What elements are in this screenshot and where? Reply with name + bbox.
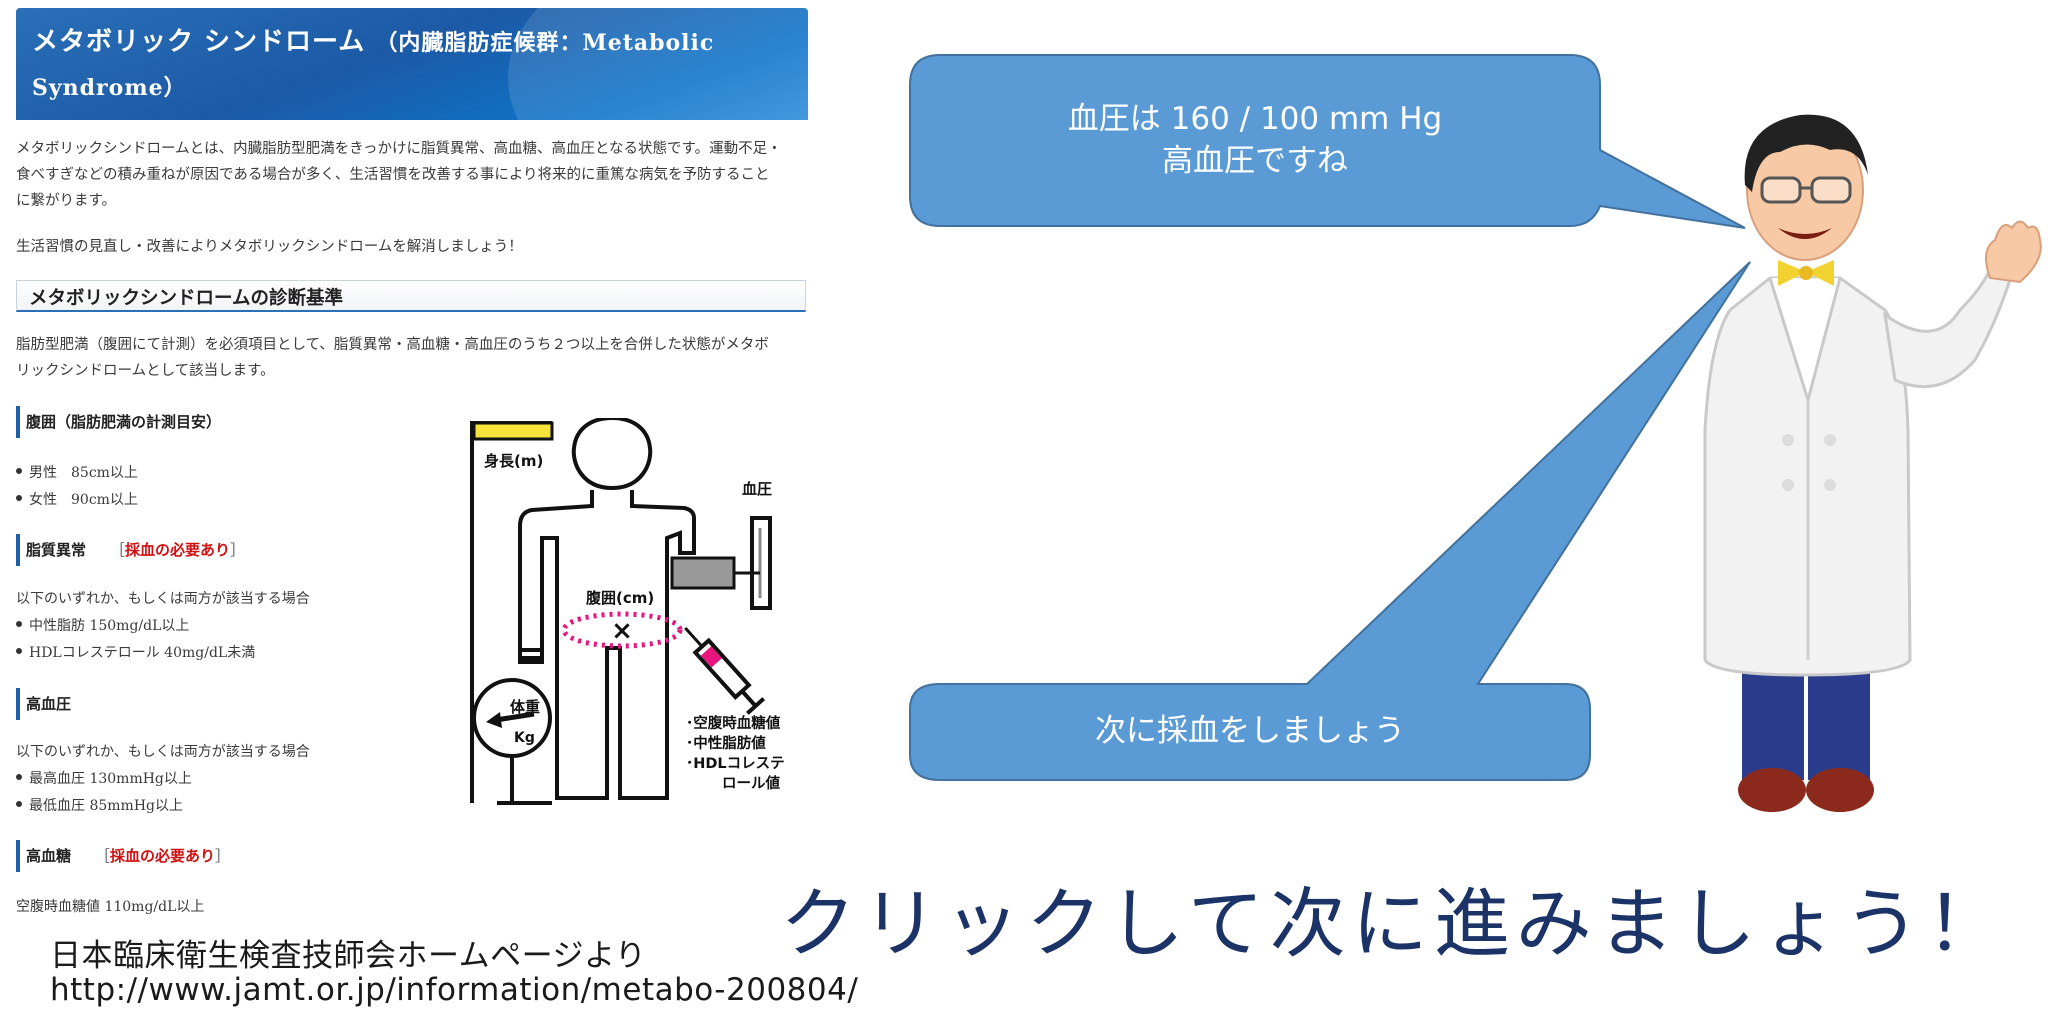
doctor-hand <box>1985 220 2042 284</box>
weight-label: 体重 <box>510 698 540 716</box>
bubble-bottom-text: 次に採血をしましょう <box>1095 713 1405 749</box>
bp-note: 以下のいずれか、もしくは両方が該当する場合 <box>16 744 310 760</box>
list-item: 女性 90cm以上 <box>16 489 138 509</box>
article-header: メタボリック シンドローム （内臓脂肪症候群：Metabolic Syndrom… <box>16 8 808 120</box>
bubble-top-line: 血圧は 160 / 100 mm Hg <box>1067 101 1443 137</box>
waist-heading: 腹囲（脂肪肥満の計測目安） <box>16 406 221 438</box>
doctor-character-icon <box>1703 114 2042 812</box>
doctor-hair <box>1744 114 1868 192</box>
list-item: 中性脂肪 150mg/dL以上 <box>16 615 189 635</box>
criteria-paragraph: 脂肪型肥満（腹囲にて計測）を必須項目として、脂質異常・高血糖・高血圧のうち２つ以… <box>16 332 806 384</box>
criteria-line: 脂肪型肥満（腹囲にて計測）を必須項目として、脂質異常・高血糖・高血圧のうち２つ以… <box>16 337 769 353</box>
doctor-right-leg <box>1808 660 1870 780</box>
intro-line: メタボリックシンドロームとは、内臓脂肪型肥満をきっかけに脂質異常、高血糖、高血圧… <box>16 141 782 157</box>
criteria-heading-text: メタボリックシンドロームの診断基準 <box>29 288 343 309</box>
scale-needle <box>495 711 535 723</box>
bp-heading-text: 高血圧 <box>26 695 72 713</box>
criteria-section-heading: メタボリックシンドロームの診断基準 <box>16 280 806 312</box>
speech-bubble-bottom <box>909 261 1751 781</box>
bubble-top-line: 高血圧ですね <box>1162 143 1348 179</box>
blood-test-label: ロール値 <box>722 774 780 792</box>
doctor-right-shoe <box>1806 768 1874 812</box>
intro-paragraph-2: 生活習慣の見直し・改善によりメタボリックシンドロームを解消しましょう！ <box>16 239 523 255</box>
bubble-top-text: 血圧は 160 / 100 mm Hg 高血圧ですね <box>910 98 1600 182</box>
intro-paragraph: メタボリックシンドロームとは、内臓脂肪型肥満をきっかけに脂質異常、高血糖、高血圧… <box>16 136 806 214</box>
height-label: 身長(m) <box>484 452 543 470</box>
source-url: http://www.jamt.or.jp/information/metabo… <box>50 972 859 1008</box>
glucose-heading: 高血糖［採血の必要あり］ <box>16 840 230 872</box>
body-outline <box>518 490 696 800</box>
next-slide-prompt[interactable]: クリックして次に進みましょう！ <box>780 879 2008 968</box>
waist-label: 腹囲(cm) <box>586 589 654 607</box>
bp-cuff <box>670 556 736 590</box>
waist-heading-text: 腹囲（脂肪肥満の計測目安） <box>26 413 222 431</box>
lipid-heading: 脂質異常［採血の必要あり］ <box>16 534 245 566</box>
doctor-mouth <box>1778 228 1832 239</box>
article-title: メタボリック シンドローム （内臓脂肪症候群：Metabolic Syndrom… <box>32 20 772 110</box>
list-item: 最高血圧 130mmHg以上 <box>16 768 192 788</box>
blood-test-label: ･空腹時血糖値 <box>686 714 781 732</box>
source-caption: 日本臨床衛生検査技師会ホームページより <box>50 938 647 974</box>
lipid-note: 以下のいずれか、もしくは両方が該当する場合 <box>16 591 310 607</box>
weight-unit: Kg <box>514 730 535 746</box>
list-item: 最低血圧 85mmHg以上 <box>16 795 183 815</box>
height-marker <box>472 421 554 441</box>
required-badge: 採血の必要あり <box>125 541 231 559</box>
doctor-arm <box>1882 267 2012 389</box>
doctor-left-leg <box>1742 660 1804 780</box>
doctor-bowtie <box>1799 266 1813 280</box>
blood-test-label: ･HDLコレステ <box>686 756 785 772</box>
article-title-text: メタボリック シンドローム <box>32 27 366 57</box>
intro-line: 食べすぎなどの積み重ねが原因である場合が多く、生活習慣を改善する事により将来的に… <box>16 167 770 183</box>
required-badge: 採血の必要あり <box>110 847 216 865</box>
hand-left <box>518 648 544 664</box>
lipid-heading-text: 脂質異常 <box>26 541 87 559</box>
bp-heading: 高血圧 <box>16 688 71 720</box>
body-measurement-illustration: × 身長(m) 血圧 腹囲(cm) 体重 Kg ･空腹時血糖値 ･中性脂肪値 ･… <box>470 418 785 805</box>
list-item: 男性 85cm以上 <box>16 462 138 482</box>
bp-label: 血圧 <box>742 480 772 498</box>
glucose-heading-text: 高血糖 <box>26 847 72 865</box>
bp-gauge <box>750 516 772 610</box>
body-head <box>571 418 653 491</box>
waist-measure <box>561 611 683 649</box>
criteria-line: リックシンドロームとして該当します。 <box>16 363 275 379</box>
doctor-left-shoe <box>1738 768 1806 812</box>
blood-test-label: ･中性脂肪値 <box>686 734 766 752</box>
list-item: HDLコレステロール 40mg/dL未満 <box>16 642 255 662</box>
article-screenshot: メタボリック シンドローム （内臓脂肪症候群：Metabolic Syndrom… <box>16 8 808 928</box>
glucose-item: 空腹時血糖値 110mg/dL以上 <box>16 899 205 915</box>
waist-cross: × <box>611 616 633 646</box>
intro-line: に繋がります。 <box>16 193 117 209</box>
syringe-icon <box>684 626 766 715</box>
